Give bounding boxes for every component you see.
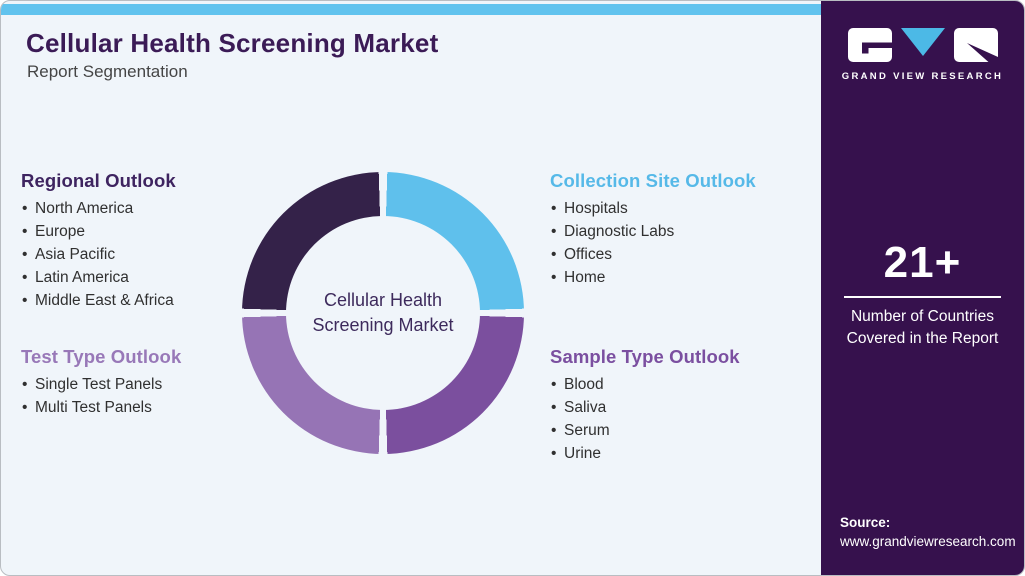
list-item: Hospitals [550, 197, 790, 220]
section-list: Single Test Panels Multi Test Panels [21, 373, 261, 419]
list-item: Diagnostic Labs [550, 220, 790, 243]
list-item: North America [21, 197, 261, 220]
list-item: Single Test Panels [21, 373, 261, 396]
section-list: Blood Saliva Serum Urine [550, 373, 790, 465]
source-block: Source: www.grandviewresearch.com [840, 515, 1016, 549]
list-item: Urine [550, 442, 790, 465]
list-item: Europe [21, 220, 261, 243]
stat-divider [844, 296, 1001, 298]
donut-center-label: Cellular Health [323, 290, 443, 310]
stat-label: Number of Countries Covered in the Repor… [846, 308, 999, 347]
source-url[interactable]: www.grandviewresearch.com [840, 534, 1016, 549]
section-title: Sample Type Outlook [550, 346, 740, 367]
list-item: Asia Pacific [21, 243, 261, 266]
section-regional-outlook: Regional Outlook North America Europe As… [21, 170, 261, 312]
list-item: Serum [550, 419, 790, 442]
section-title: Collection Site Outlook [550, 170, 756, 191]
section-title: Regional Outlook [21, 170, 176, 191]
section-test-type-outlook: Test Type Outlook Single Test Panels Mul… [21, 346, 261, 419]
donut-center-label: Screening Market [312, 315, 454, 335]
donut-segmentation-chart: Cellular Health Screening Market [242, 172, 524, 454]
brand-logo: GRAND VIEW RESEARCH [821, 27, 1024, 82]
section-list: North America Europe Asia Pacific Latin … [21, 197, 261, 312]
page-subtitle: Report Segmentation [27, 62, 188, 81]
list-item: Middle East & Africa [21, 289, 261, 312]
list-item: Blood [550, 373, 790, 396]
list-item: Multi Test Panels [21, 396, 261, 419]
top-accent-strip [1, 4, 823, 15]
countries-stat: 21+ Number of Countries Covered in the R… [821, 238, 1024, 350]
donut-center: Cellular Health Screening Market [286, 216, 480, 410]
section-sample-type-outlook: Sample Type Outlook Blood Saliva Serum U… [550, 346, 790, 465]
section-collection-site-outlook: Collection Site Outlook Hospitals Diagno… [550, 170, 790, 289]
page-title: Cellular Health Screening Market [26, 28, 439, 58]
list-item: Latin America [21, 266, 261, 289]
section-title: Test Type Outlook [21, 346, 182, 367]
list-item: Offices [550, 243, 790, 266]
stat-value: 21+ [883, 238, 962, 287]
brand-name: GRAND VIEW RESEARCH [841, 71, 1004, 82]
section-list: Hospitals Diagnostic Labs Offices Home [550, 197, 790, 289]
list-item: Saliva [550, 396, 790, 419]
sidebar: GRAND VIEW RESEARCH 21+ Number of Countr… [821, 1, 1024, 575]
gvr-logo-icon [847, 28, 998, 63]
source-label: Source: [840, 515, 891, 530]
list-item: Home [550, 266, 790, 289]
